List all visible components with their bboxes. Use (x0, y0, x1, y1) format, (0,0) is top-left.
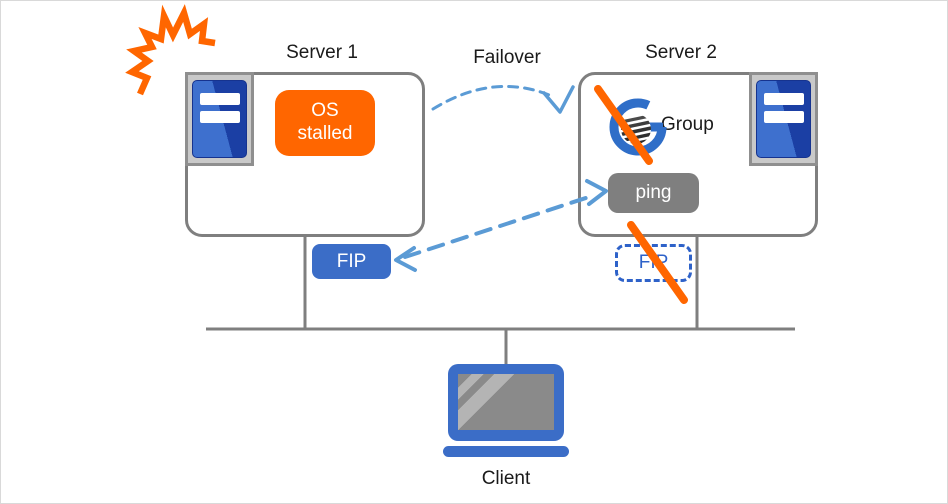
laptop-icon (448, 364, 564, 441)
client-label: Client (481, 468, 531, 489)
server-tower-icon (756, 80, 811, 158)
fip-inactive-badge: FIP (615, 244, 692, 282)
server-slot-icon (200, 111, 240, 123)
os-stalled-badge: OS stalled (275, 90, 375, 156)
os-stalled-label: OS stalled (297, 100, 353, 144)
server-slot-icon (764, 111, 804, 123)
ping-badge: ping (608, 173, 699, 213)
group-label: Group (661, 114, 714, 135)
server-slot-icon (200, 93, 240, 105)
fip-active-label: FIP (336, 250, 367, 272)
server-slot-icon (764, 93, 804, 105)
server2-label: Server 2 (645, 42, 717, 63)
laptop-base (443, 446, 569, 457)
failover-label: Failover (473, 47, 541, 68)
server1-label: Server 1 (286, 42, 358, 63)
fip-inactive-label: FIP (638, 252, 669, 273)
server2-icon-frame (749, 72, 818, 166)
laptop-screen (458, 374, 554, 430)
ping-label: ping (635, 182, 672, 203)
fip-active-badge: FIP (312, 244, 391, 279)
